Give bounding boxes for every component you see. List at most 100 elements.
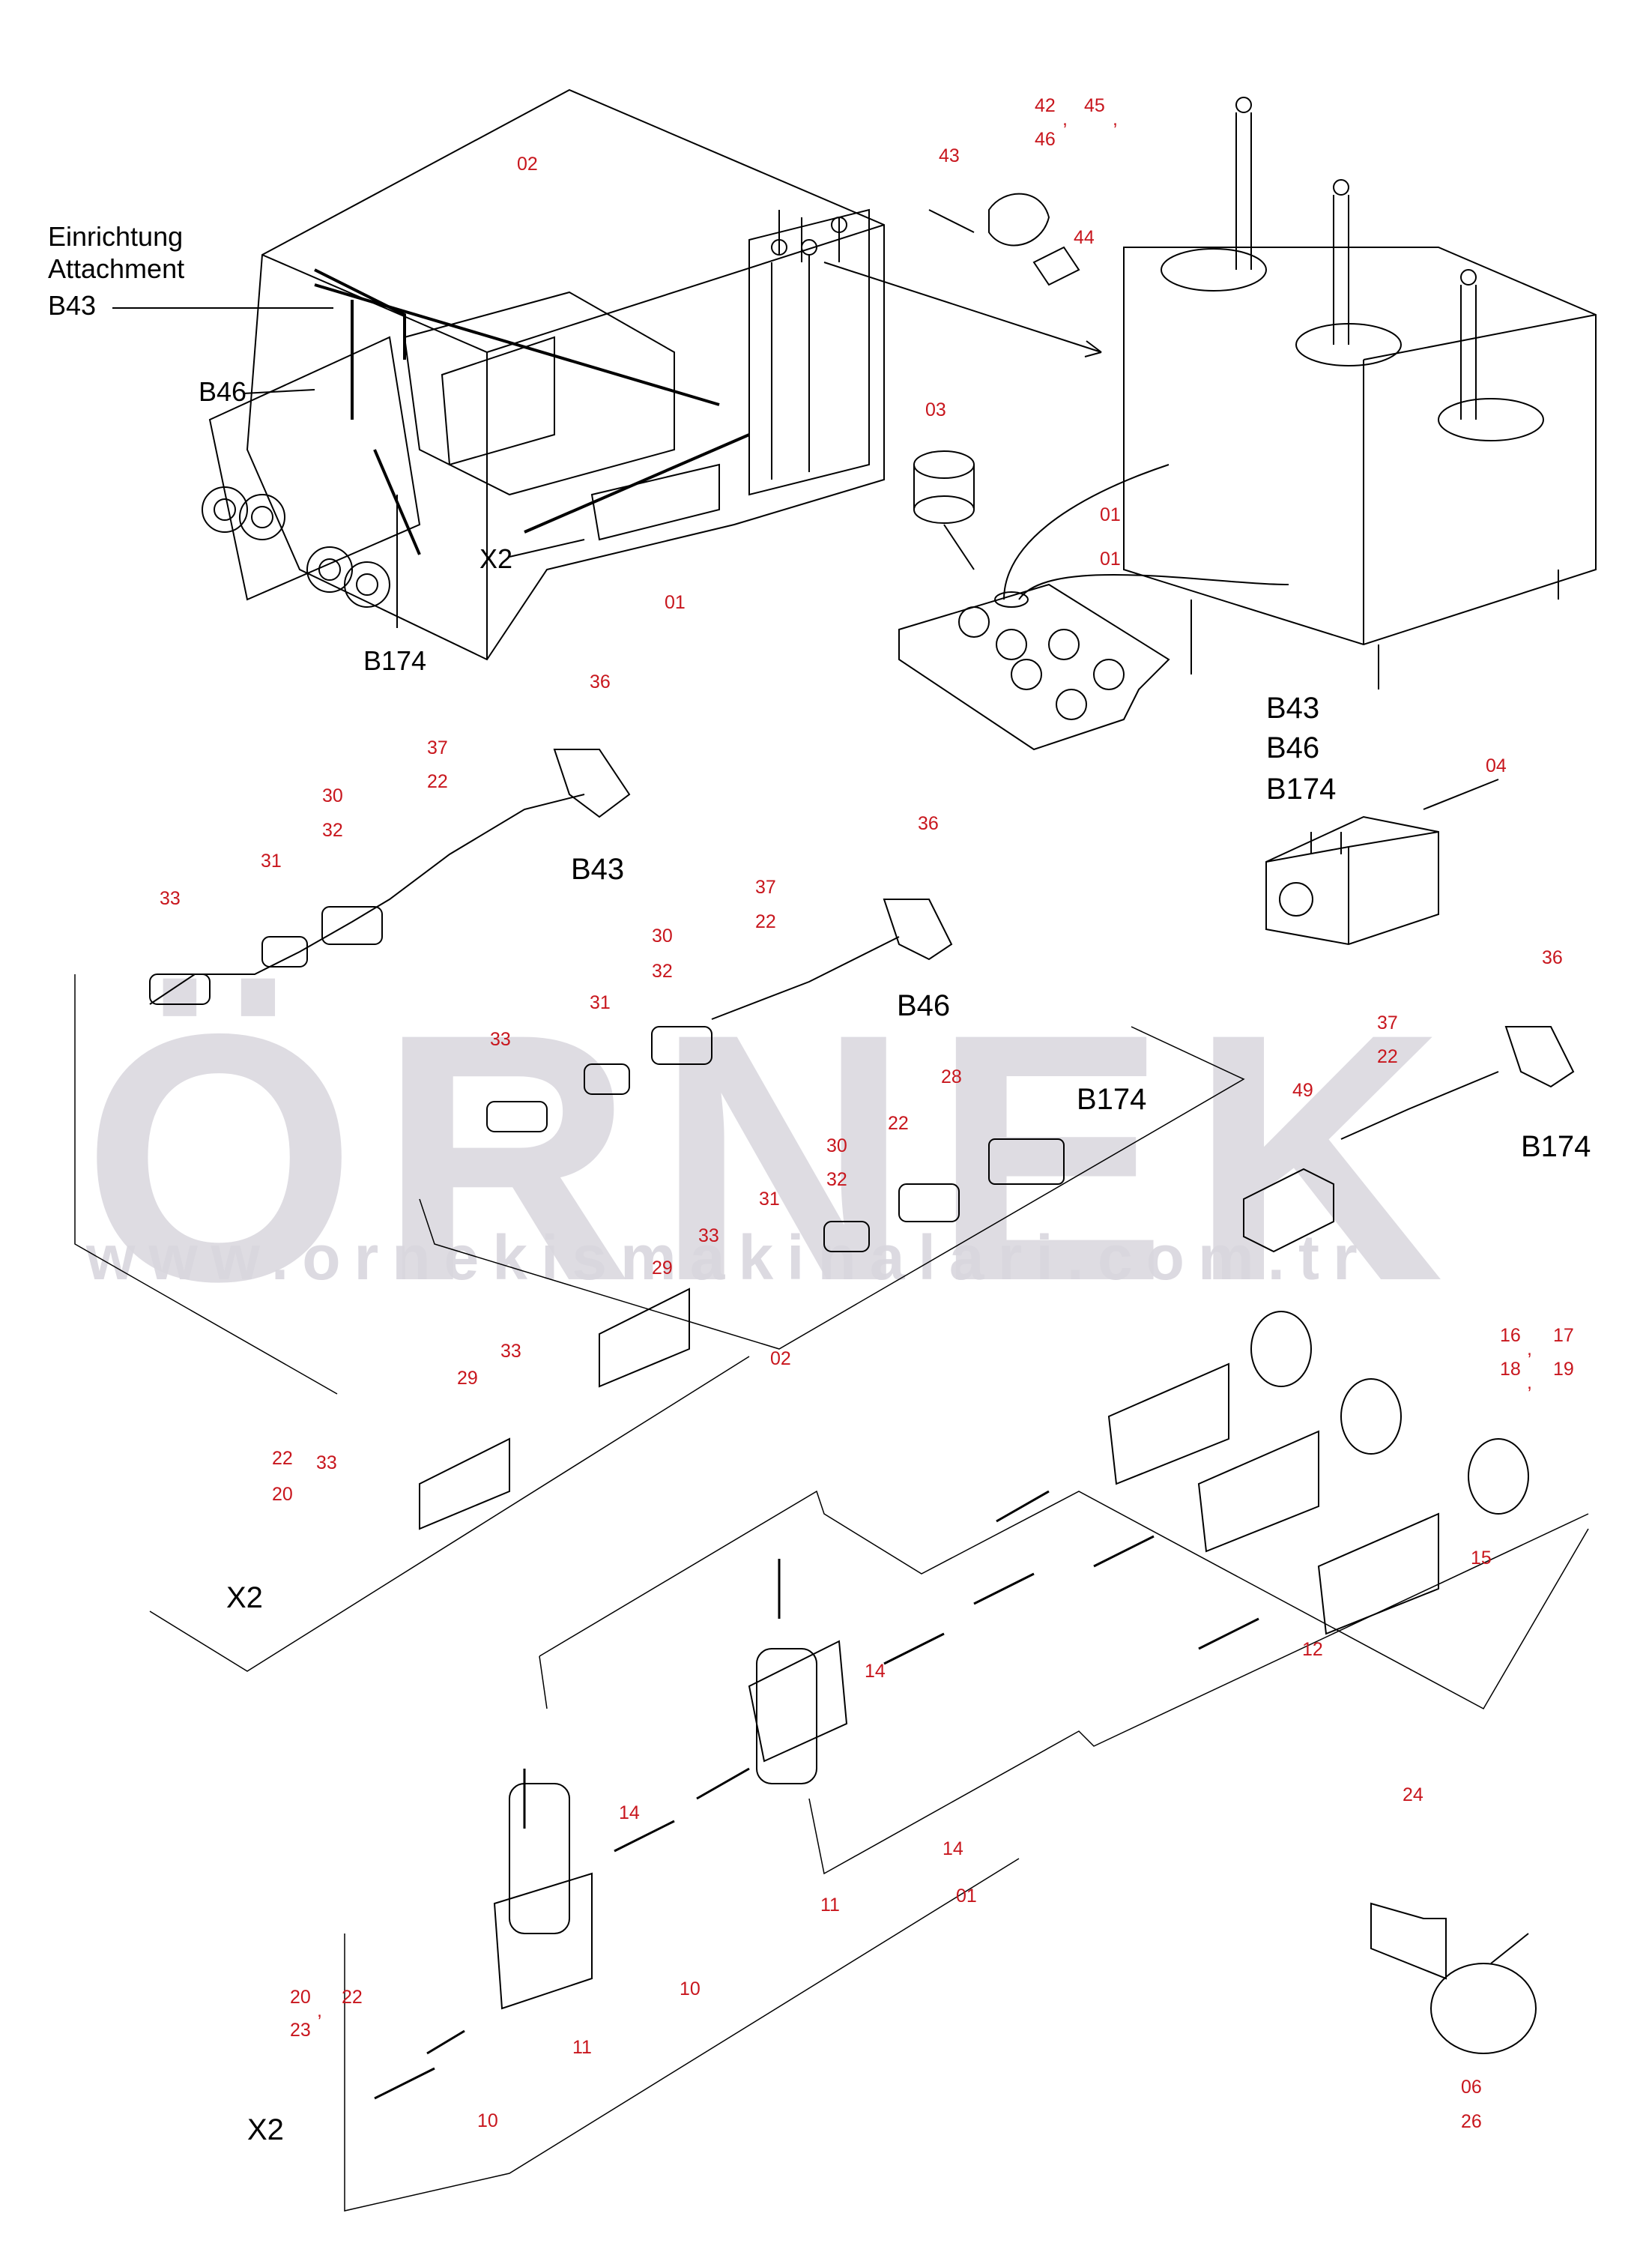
part-label-20-x2: 20 [272, 1484, 293, 1505]
part-label-33-b174: 33 [698, 1225, 719, 1246]
callout-b174-switch: B174 [1266, 773, 1337, 806]
part-label-04: 04 [1486, 755, 1507, 776]
part-label-36-b43: 36 [590, 671, 611, 692]
part-label-03: 03 [925, 399, 946, 420]
callout-leaders [112, 307, 585, 628]
grommet-part [913, 450, 975, 570]
part-label-14-a: 14 [865, 1661, 886, 1682]
hydraulic-tank-illustration [1123, 97, 1597, 689]
separator-comma: , [317, 2000, 322, 2021]
part-label-23: 23 [290, 2020, 311, 2041]
part-label-44: 44 [1074, 227, 1095, 248]
part-label-22-x2: 22 [272, 1448, 293, 1469]
part-label-06: 06 [1461, 2077, 1482, 2098]
part-label-11-a: 11 [820, 1895, 840, 1916]
part-label-28: 28 [941, 1066, 962, 1087]
connector-assembly-b174 [823, 1026, 1575, 1253]
part-label-20-lower: 20 [290, 1987, 311, 2008]
part-label-22-lower: 22 [342, 1987, 363, 2008]
callout-x2-upper: X2 [226, 1581, 263, 1614]
callout-einrichtung: Einrichtung [48, 221, 184, 252]
part-label-02-harness: 02 [770, 1348, 791, 1369]
part-label-22-b46: 22 [755, 911, 776, 932]
machine-illustration [202, 88, 885, 661]
callout-b174-machine: B174 [363, 645, 427, 676]
pointer-arrow [823, 262, 1102, 353]
part-label-46: 46 [1035, 129, 1056, 150]
part-label-32-b46: 32 [652, 961, 673, 982]
part-label-42: 42 [1035, 95, 1056, 116]
connector-assembly-b46 [486, 899, 953, 1132]
part-label-30-b46: 30 [652, 926, 673, 947]
callout-b174-plug: B174 [1077, 1083, 1147, 1116]
part-label-10-a: 10 [680, 1978, 701, 1999]
part-label-22-b174: 22 [1377, 1046, 1398, 1067]
part-label-24: 24 [1403, 1784, 1423, 1805]
corrugated-tubes [374, 1490, 1259, 2100]
part-label-12: 12 [1302, 1639, 1323, 1660]
callout-attachment: Attachment [48, 253, 185, 284]
part-label-33-middle: 33 [500, 1341, 521, 1362]
part-label-31-b46: 31 [590, 992, 611, 1013]
callout-b43-machine: B43 [48, 290, 97, 321]
floor-plate [898, 464, 1289, 751]
part-label-22-plug: 22 [888, 1113, 909, 1134]
part-label-31-b174: 31 [759, 1189, 780, 1210]
separator-comma: , [1113, 109, 1118, 130]
part-label-14-c: 14 [943, 1838, 963, 1859]
separator-comma: , [1527, 1338, 1532, 1359]
part-label-11-b: 11 [572, 2037, 592, 2058]
part-label-16: 16 [1500, 1325, 1521, 1346]
part-label-01-machine: 01 [665, 592, 686, 613]
part-label-22-b43: 22 [427, 771, 448, 792]
part-label-14-b: 14 [619, 1802, 640, 1823]
large-fittings [1107, 1311, 1529, 1635]
connector-assembly-b43 [149, 749, 631, 1005]
callout-b46-switch: B46 [1266, 731, 1320, 764]
part-label-43: 43 [939, 145, 960, 166]
callout-x2-lower: X2 [247, 2113, 284, 2146]
t-fittings [419, 1288, 848, 2010]
part-label-37-b46: 37 [755, 877, 776, 898]
part-label-37-b43: 37 [427, 737, 448, 758]
part-label-31-b43: 31 [261, 851, 282, 872]
part-label-17: 17 [1553, 1325, 1574, 1346]
part-label-10-b: 10 [477, 2110, 498, 2131]
part-label-26: 26 [1461, 2111, 1482, 2132]
part-label-30-b43: 30 [322, 785, 343, 806]
part-label-37-b174: 37 [1377, 1012, 1398, 1033]
part-label-01-tank-a: 01 [1100, 504, 1121, 525]
separator-comma: , [1527, 1372, 1532, 1393]
part-label-33-x2: 33 [316, 1452, 337, 1473]
callout-b43-switch: B43 [1266, 692, 1320, 725]
part-label-30-b174: 30 [826, 1135, 847, 1156]
part-label-01-tank-b: 01 [1100, 549, 1121, 570]
callout-b174-connector: B174 [1521, 1130, 1591, 1163]
cable-tie-and-sleeve [1370, 1902, 1537, 2054]
part-label-15: 15 [1471, 1548, 1492, 1569]
callout-b43-connector: B43 [571, 853, 625, 886]
callout-b46-machine: B46 [199, 376, 247, 407]
part-label-29-upper: 29 [652, 1258, 673, 1279]
part-label-49: 49 [1292, 1080, 1313, 1101]
part-label-18: 18 [1500, 1359, 1521, 1380]
part-label-32-b43: 32 [322, 820, 343, 841]
watermark-url: www.ornekismakinalari.com.tr [86, 1222, 1371, 1293]
separator-comma: , [1062, 109, 1068, 130]
part-label-36-b174: 36 [1542, 947, 1563, 968]
part-label-19: 19 [1553, 1359, 1574, 1380]
part-label-33-b46: 33 [490, 1029, 511, 1050]
part-label-45: 45 [1084, 95, 1105, 116]
callout-b46-connector: B46 [897, 989, 951, 1022]
part-label-36-b46: 36 [918, 813, 939, 834]
part-label-33-b43: 33 [160, 888, 181, 909]
callout-x2-machine: X2 [479, 543, 513, 574]
part-label-01-harness: 01 [956, 1886, 977, 1907]
clip-parts [928, 193, 1080, 286]
part-label-32-b174: 32 [826, 1169, 847, 1190]
watermark-brand: ÖRNEK [82, 961, 1467, 1354]
guide-lines [74, 974, 1589, 2212]
part-label-29-lower: 29 [457, 1368, 478, 1389]
